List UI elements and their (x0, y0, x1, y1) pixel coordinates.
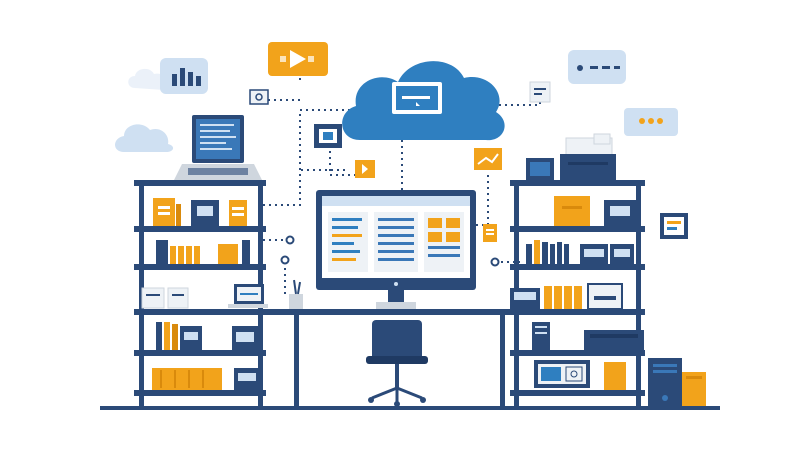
message-bubble-icon (624, 108, 678, 136)
document-icon (483, 224, 497, 242)
binder-icon (580, 244, 608, 264)
desk (134, 309, 644, 410)
printer-icon (560, 133, 616, 182)
server-tower-icon (648, 358, 682, 410)
folder-icon (153, 198, 175, 226)
floor-line (100, 406, 720, 410)
printer-icon (584, 330, 644, 350)
binder-icon (232, 326, 258, 350)
binder-icon (180, 326, 202, 350)
laptop-icon (228, 284, 268, 308)
binder-icon (604, 200, 636, 226)
small-cloud-icon (115, 124, 174, 152)
desktop-monitor-icon (316, 190, 476, 309)
laptop-icon (534, 360, 590, 388)
bookshelf-right (510, 158, 645, 410)
arrow-tile-icon (355, 160, 375, 178)
office-chair-icon (366, 320, 428, 407)
binder-icon (234, 368, 260, 390)
cloud-icon (342, 61, 505, 141)
small-monitor-icon (526, 158, 554, 180)
small-cloud-icon (128, 68, 170, 90)
bookshelf-left (134, 180, 268, 410)
binder-icon (510, 288, 540, 309)
image-tile-icon (314, 124, 342, 148)
bar-chart-icon (160, 58, 208, 94)
chart-tile-icon (474, 148, 502, 170)
binder-icon (610, 244, 634, 264)
connection-dots (280, 235, 500, 267)
wall-tablet-icon (660, 213, 688, 239)
folder-icon (229, 200, 247, 226)
binder-icon (191, 200, 219, 226)
folder-icon (682, 372, 706, 410)
pencil-cup-icon (289, 279, 303, 309)
video-play-icon (268, 42, 328, 76)
document-icon (529, 81, 551, 103)
small-monitor-icon (249, 89, 269, 105)
ellipsis-bubble-icon (568, 50, 626, 84)
laptop-icon (174, 115, 262, 180)
